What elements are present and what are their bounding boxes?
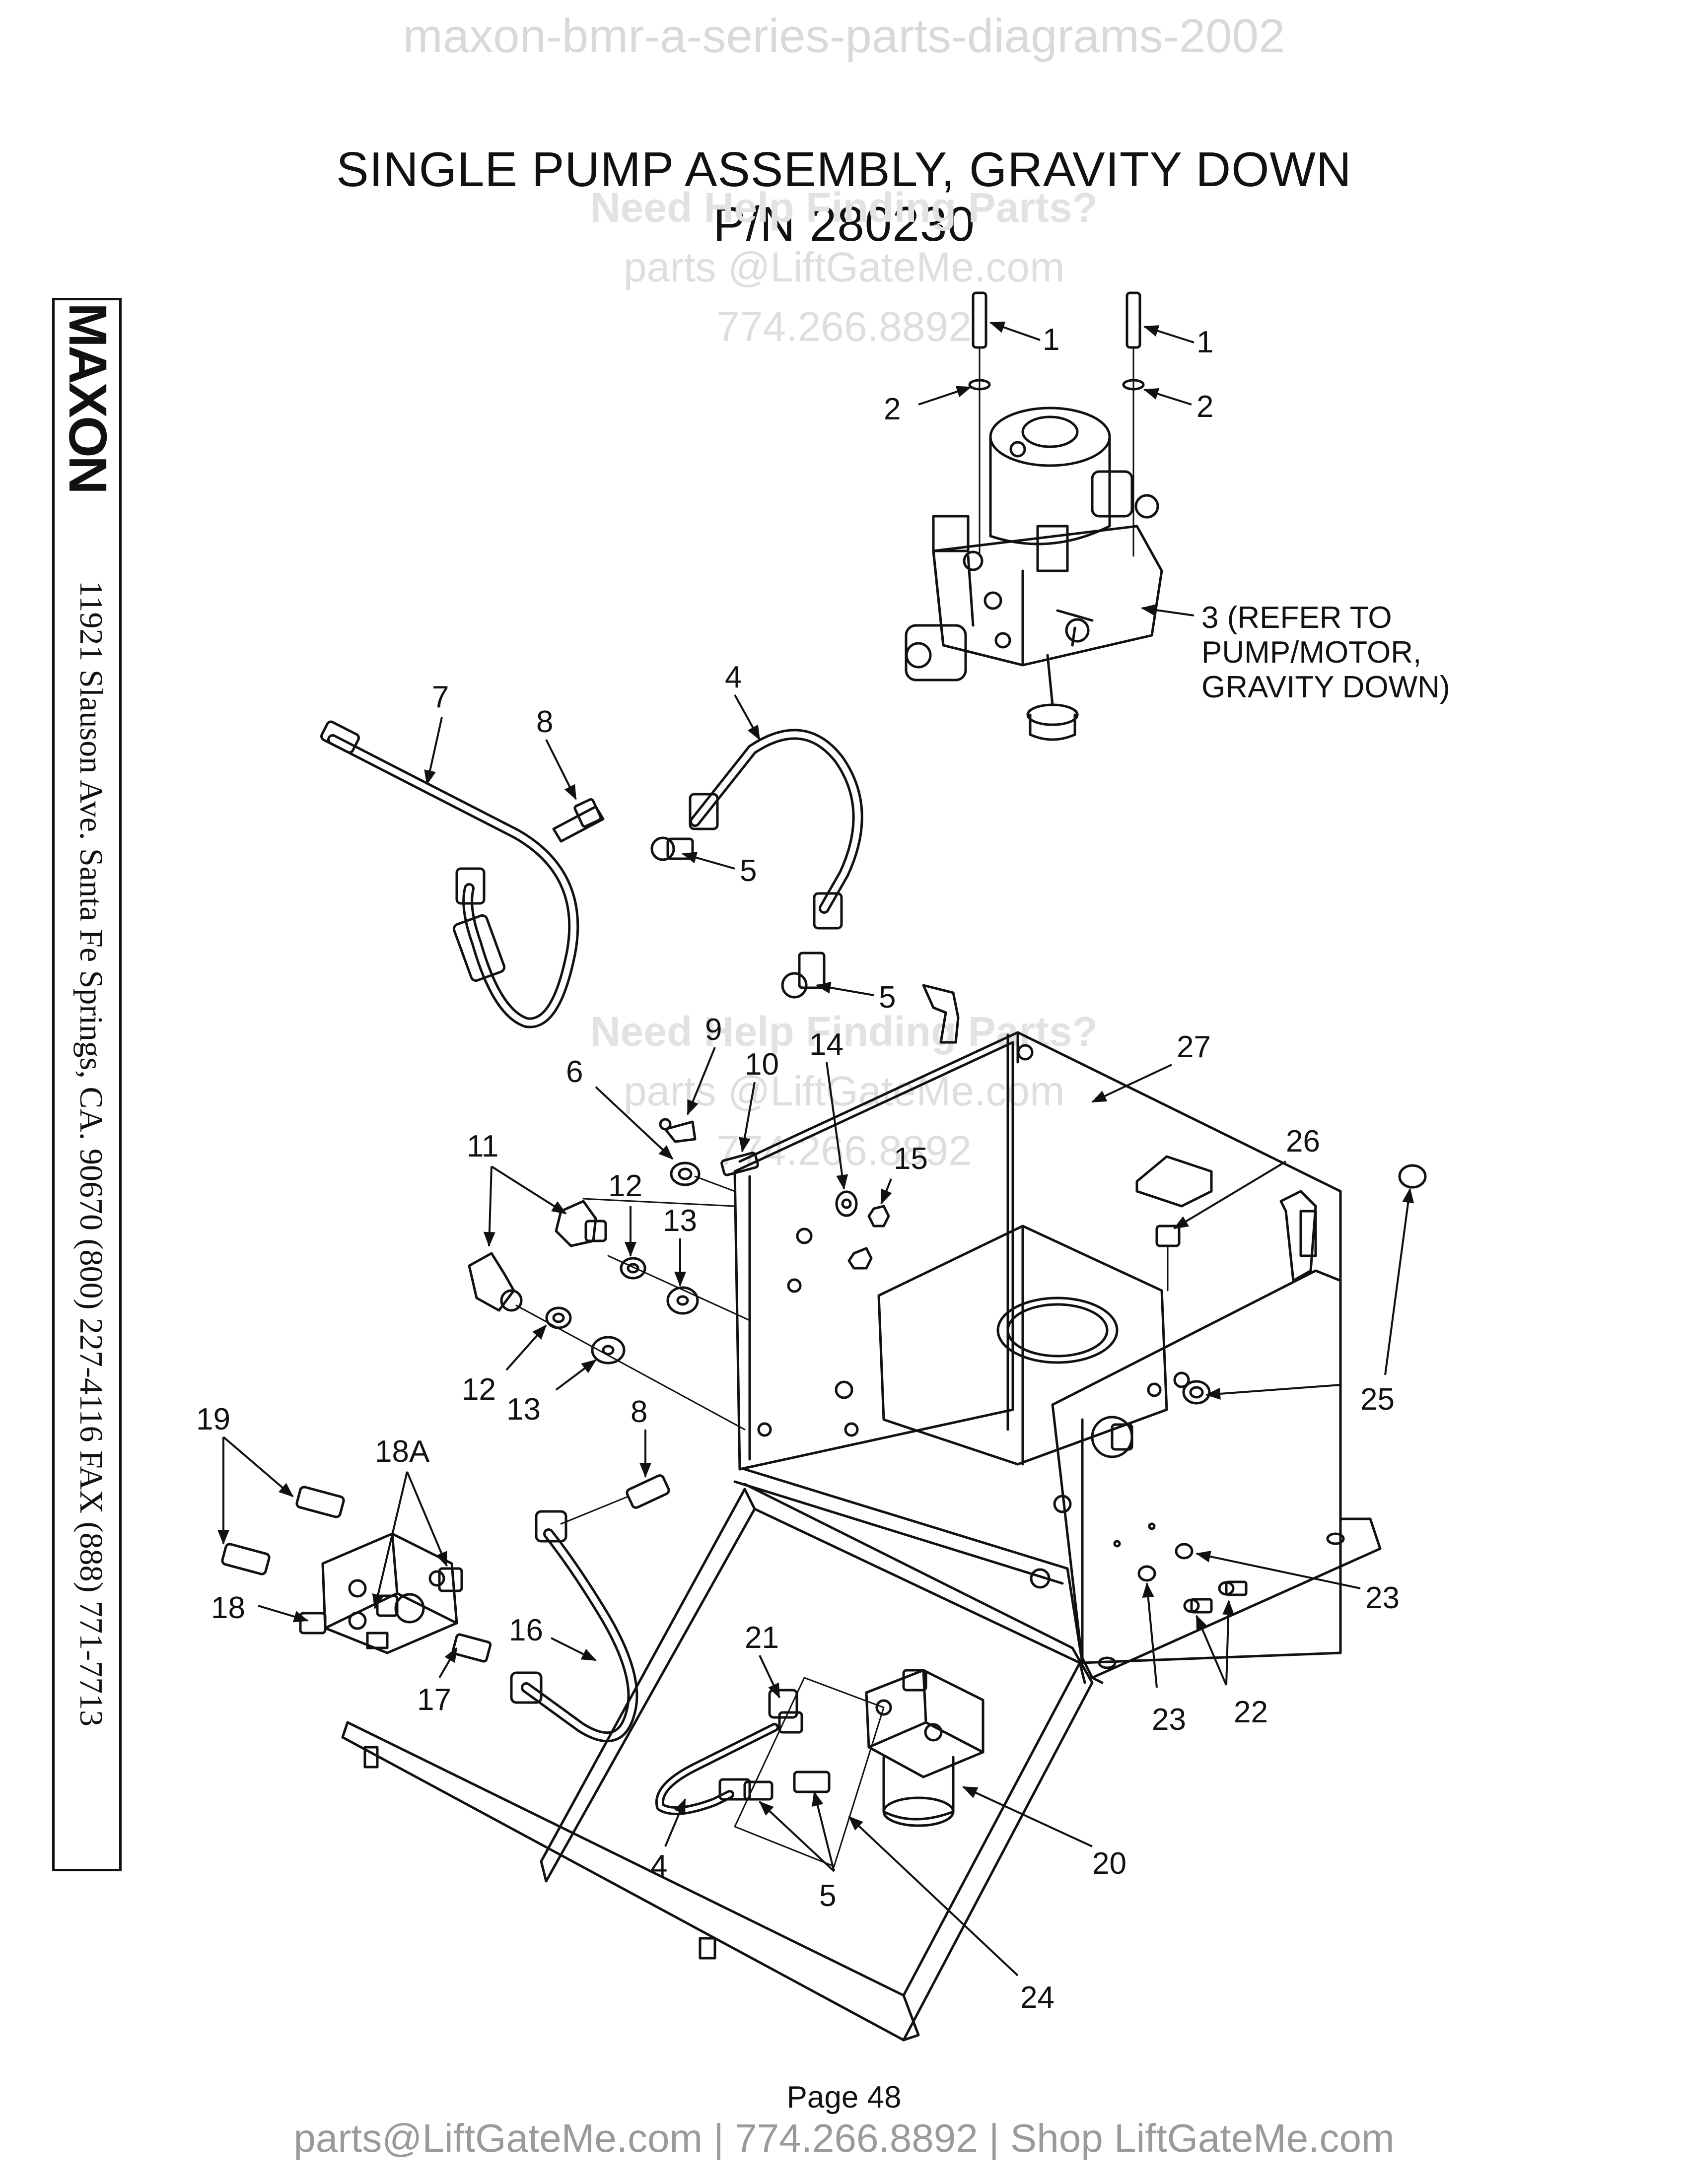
callout-26: 26 [1286,1124,1320,1159]
callout-21: 21 [745,1621,779,1655]
nut-15 [867,1205,890,1228]
callout-19: 19 [196,1402,230,1436]
sidebar-frame [52,298,122,1871]
washers-23 [1113,1522,1194,1582]
callout-4-upper: 4 [725,660,742,694]
page-number: Page 48 [786,2080,902,2115]
hose-4-lower [655,1711,803,1815]
fitting-8-lower [560,1474,670,1525]
page-title: SINGLE PUMP ASSEMBLY, GRAVITY DOWN [336,142,1352,197]
hose-4-upper [689,729,863,930]
callout-5-lower: 5 [819,1879,836,1913]
callout-3-line1: 3 (REFER TO [1201,601,1392,635]
valve-block-20 [865,1669,985,1827]
callout-1a: 1 [1043,323,1059,357]
callout-5-middle: 5 [879,980,896,1015]
callout-12-upper: 12 [608,1169,642,1203]
callout-5-upper: 5 [740,854,757,888]
callout-8-upper: 8 [536,705,553,739]
callout-9: 9 [705,1013,722,1047]
callout-22: 22 [1234,1695,1268,1729]
grommet-6 [670,1161,701,1186]
callout-23-right: 23 [1365,1581,1400,1615]
watermark-phone-top: 774.266.8892 [716,303,972,350]
watermark-help-top: Need Help Finding Parts? [590,184,1098,231]
source-watermark: maxon-bmr-a-series-parts-diagrams-2002 [403,9,1285,63]
callout-16: 16 [509,1613,543,1647]
callout-4-lower: 4 [650,1849,667,1883]
hose-16 [510,1510,638,1743]
fitting-8-upper [552,798,605,843]
callout-6: 6 [566,1055,583,1089]
callout-7: 7 [432,680,449,714]
callout-23-lower: 23 [1152,1703,1186,1737]
plate-24 [734,1677,885,1867]
pins-22 [1183,1580,1248,1614]
fitting-19-lower [221,1543,271,1575]
washer-right [1122,379,1145,391]
footer-contact: parts@LiftGateMe.com | 774.266.8892 | Sh… [293,2116,1395,2160]
callout-10: 10 [745,1047,779,1082]
fitting-5-middle [781,952,826,999]
callout-2a: 2 [884,392,901,426]
callout-18: 18 [211,1591,245,1625]
elbow-11-lower [468,1252,523,1312]
svg-text:MAXON: MAXON [59,303,115,492]
washer-14 [835,1190,858,1217]
base-frame [341,1483,1094,2042]
callout-12-lower: 12 [462,1372,496,1407]
callout-13-lower: 13 [506,1392,541,1427]
pump-motor-assembly [905,291,1163,741]
part-number: P/N 280230 [713,197,975,251]
fitting-18a-right [438,1567,463,1592]
callout-25: 25 [1360,1382,1395,1417]
callout-3-line2: PUMP/MOTOR, [1201,635,1421,670]
washer-13-lower [591,1336,626,1365]
callout-14: 14 [809,1027,844,1062]
company-address: 11921 Slauson Ave. Santa Fe Springs, CA.… [73,581,109,1727]
callout-2b: 2 [1196,390,1213,424]
breather-26 [1155,1225,1181,1292]
elbow-11-upper [555,1200,607,1247]
callout-8-lower: 8 [631,1395,647,1429]
washer-left [968,379,991,391]
callout-15: 15 [894,1142,928,1176]
callout-1b: 1 [1196,325,1213,359]
fitting-5-upper [650,836,694,861]
callout-27: 27 [1177,1030,1211,1064]
nut-12-upper [620,1257,646,1280]
maxon-logo: MAXON [59,303,115,492]
fitting-10 [720,1152,759,1176]
latch-top [922,984,960,1044]
fitting-17 [451,1633,492,1663]
nut-12-lower [545,1306,572,1329]
callout-3-line3: GRAVITY DOWN) [1201,670,1450,704]
callout-24: 24 [1020,1980,1055,2015]
reservoir-box-27 [733,1031,1382,1684]
callout-18a: 18A [375,1434,430,1469]
plug-small [847,1247,873,1270]
watermark-phone-mid: 774.266.8892 [716,1127,972,1174]
washer-13-upper [666,1286,699,1315]
fitting-9 [659,1118,697,1143]
callout-20: 20 [1092,1846,1126,1881]
fitting-5-lower [743,1771,831,1801]
fitting-19-upper [295,1486,345,1518]
callout-13-upper: 13 [663,1204,697,1238]
callout-11: 11 [467,1129,498,1163]
fitting-21 [768,1689,798,1719]
callout-17: 17 [417,1683,451,1717]
watermark-email-top: parts @LiftGateMe.com [623,244,1065,290]
bolt-left [972,291,987,349]
bolt-right [1125,291,1141,349]
hose-7 [320,720,579,1028]
